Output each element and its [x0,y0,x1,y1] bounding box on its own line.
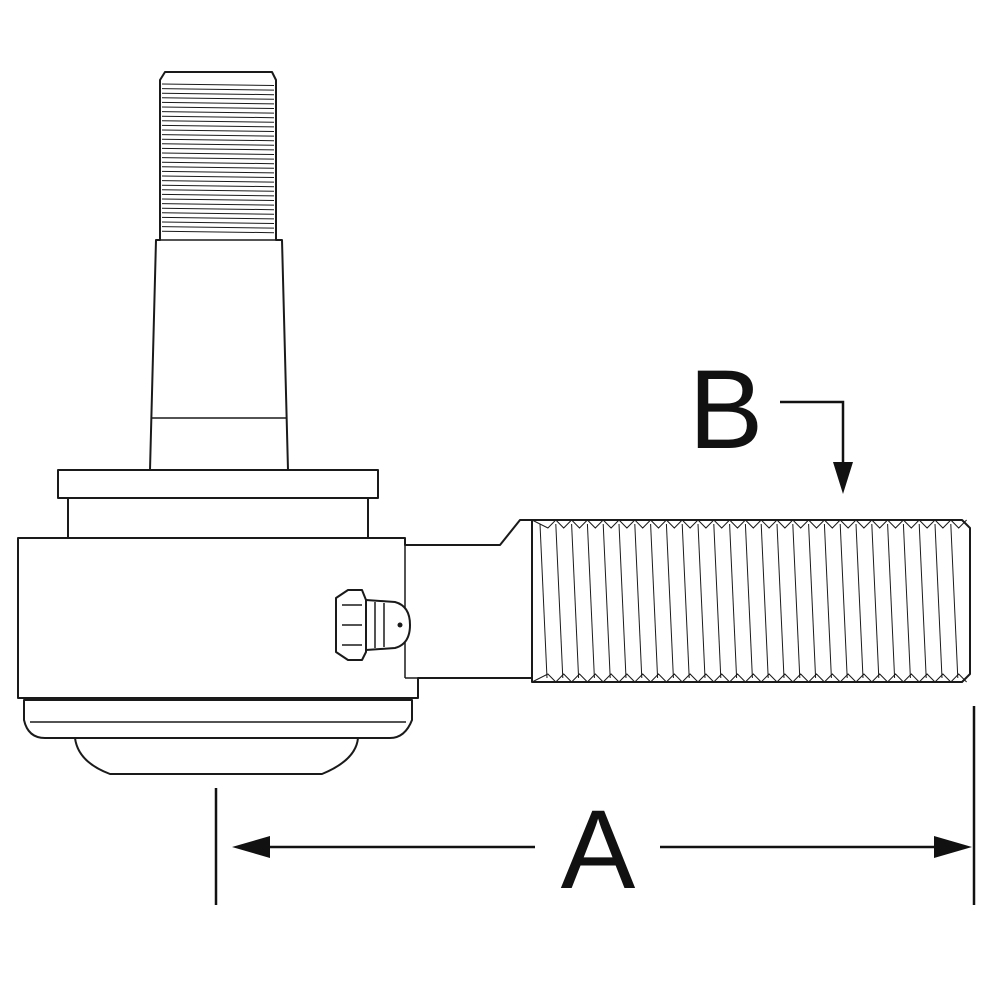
stud-thread-line [161,189,275,192]
stud-thread-line [161,111,275,114]
stud-thread-line [161,92,275,96]
collar-top-flange [57,469,379,499]
stud-thread-line [161,101,275,105]
shank-thread-line [571,523,580,679]
stud-thread-line [161,221,275,224]
dimension-a-line [214,706,976,905]
stud-thread-line [161,184,275,188]
shank-threads [531,519,967,683]
stud-thread-line [161,152,275,155]
shank-thread-line [713,523,722,679]
stud-thread-line [161,193,275,197]
housing-body [17,519,536,699]
stud-thread-line [161,129,275,132]
shank-thread-line [634,523,643,679]
shank-thread-line [744,523,753,679]
shank-thread-edge [531,519,967,529]
stud-thread-line [161,203,275,206]
stud-thread-line [161,226,275,229]
stud-thread-line [161,175,275,178]
shank-thread-line [650,523,659,679]
shank-thread-line [776,523,785,679]
shank-thread-line [887,523,896,679]
shank-thread-line [760,523,769,679]
shank-thread-line [697,523,706,679]
stud-thread-line [161,115,275,119]
shank-thread-line [934,523,943,679]
dimension-b-leader [780,400,853,494]
shank-thread-line [729,523,738,679]
shank-thread-line [586,523,595,679]
stud-thread-line [161,134,275,137]
stud-thread-line [161,143,275,146]
shank-thread-line [808,523,817,679]
stud-thread-line [161,124,275,128]
shank-thread-line [902,523,911,679]
stud-thread-line [161,230,275,234]
shank-thread-line [602,523,611,679]
stud-thread-line [161,170,275,174]
shank-thread-line [871,523,880,679]
shank-thread-line [539,523,548,679]
shank-thread-line [681,523,690,679]
stud-threads [161,83,275,234]
stud-thread-line [161,207,275,211]
stud-thread-line [161,120,275,123]
lower-cup [23,699,413,739]
shank-thread-line [855,523,864,679]
shank-thread-line [792,523,801,679]
stud-thread-line [161,212,275,215]
stud-thread-line [161,97,275,100]
shank-thread-line [665,523,674,679]
collar-seal-ring [67,497,369,539]
stud-thread-line [161,147,275,151]
shank-thread-line [555,523,564,679]
dust-boot [74,737,359,775]
shank-thread-line [950,523,959,679]
stud-thread-line [161,157,275,160]
grease-fitting [335,589,411,661]
shank-thread-line [918,523,927,679]
stud-thread-line [161,216,275,220]
stud-thread-line [161,198,275,201]
stud-thread-line [161,88,275,91]
dimension-a-label: A [561,787,636,912]
shank-thread-line [839,523,848,679]
stud-thread-line [161,106,275,109]
stud-thread-line [161,161,275,165]
stud-thread-line [161,166,275,169]
stud-thread-line [161,83,275,86]
shank-thread-edge [531,673,967,683]
shank-thread-line [823,523,832,679]
dimension-b-label: B [689,347,764,472]
stud-thread-line [161,180,275,183]
shank-thread-line [618,523,627,679]
stud-thread-line [161,138,275,142]
